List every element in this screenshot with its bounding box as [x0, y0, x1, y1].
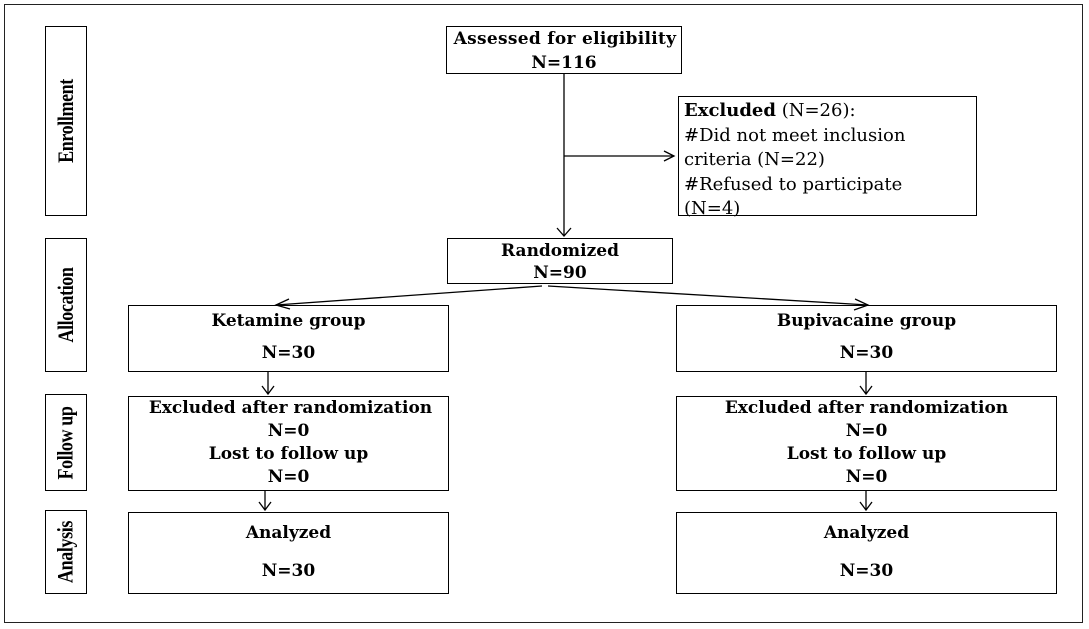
ketamine-analyzed-count: N=30	[261, 561, 316, 581]
excluded-line4: (N=4)	[684, 198, 741, 219]
excluded-box: Excluded (N=26): #Did not meet inclusion…	[678, 96, 977, 219]
ketamine-lost-label: Lost to follow up	[208, 444, 369, 464]
arrow-randomized-to-bupivacaine	[547, 285, 869, 306]
stage-analysis: Analysis	[45, 510, 87, 594]
excluded-line1: #Did not meet inclusion	[684, 124, 906, 146]
stage-followup: Follow up	[45, 394, 87, 491]
excluded-count: (N=26):	[781, 100, 856, 121]
ketamine-allocation-count: N=30	[261, 343, 316, 363]
ketamine-excluded-count: N=0	[267, 421, 310, 441]
excluded-title: Excluded	[684, 100, 776, 121]
randomized-box: Randomized N=90	[447, 238, 673, 284]
bupivacaine-allocation-label: Bupivacaine group	[776, 311, 957, 331]
bupivacaine-followup-box: Excluded after randomization N=0 Lost to…	[676, 396, 1057, 491]
ketamine-analysis-box: Analyzed N=30	[128, 512, 449, 594]
bupivacaine-allocation-count: N=30	[839, 343, 894, 363]
arrow-randomized-to-ketamine	[275, 285, 543, 306]
stage-enrollment: Enrollment	[45, 26, 87, 216]
excluded-line2: criteria (N=22)	[684, 149, 825, 170]
ketamine-followup-box: Excluded after randomization N=0 Lost to…	[128, 396, 449, 491]
randomized-count: N=90	[533, 263, 587, 283]
bupivacaine-lost-label: Lost to follow up	[786, 444, 947, 464]
ketamine-analyzed-label: Analyzed	[245, 523, 332, 543]
bupivacaine-analyzed-count: N=30	[839, 561, 894, 581]
excluded-line3: #Refused to participate	[684, 173, 903, 195]
ketamine-allocation-box: Ketamine group N=30	[128, 305, 449, 372]
bupivacaine-allocation-box: Bupivacaine group N=30	[676, 305, 1057, 372]
ketamine-lost-count: N=0	[267, 467, 310, 487]
randomized-label: Randomized	[501, 241, 619, 261]
bupivacaine-excluded-label: Excluded after randomization	[724, 398, 1009, 418]
assessed-label: Assessed for eligibility	[453, 29, 677, 49]
bupivacaine-analysis-box: Analyzed N=30	[676, 512, 1057, 594]
assessed-box: Assessed for eligibility N=116	[446, 26, 682, 74]
assessed-count: N=116	[531, 53, 597, 73]
ketamine-allocation-label: Ketamine group	[211, 311, 366, 331]
stage-allocation: Allocation	[45, 238, 87, 372]
bupivacaine-lost-count: N=0	[845, 467, 888, 487]
bupivacaine-analyzed-label: Analyzed	[823, 523, 910, 543]
ketamine-excluded-label: Excluded after randomization	[148, 398, 433, 418]
diagram-frame	[4, 4, 1083, 623]
bupivacaine-excluded-count: N=0	[845, 421, 888, 441]
